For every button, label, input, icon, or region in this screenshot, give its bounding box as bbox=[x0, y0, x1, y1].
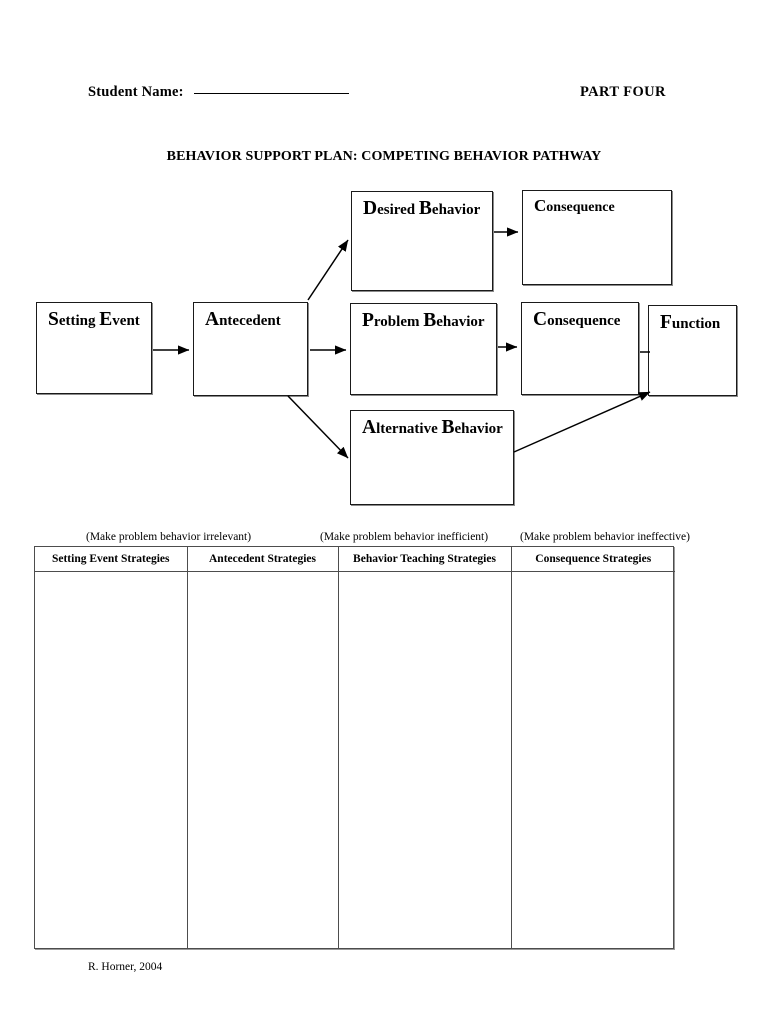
node-setting-event-label: Setting Event bbox=[48, 309, 140, 330]
cell-setting-event-strategies[interactable] bbox=[35, 571, 188, 948]
student-name-label: Student Name: bbox=[88, 84, 184, 100]
cell-antecedent-strategies[interactable] bbox=[187, 571, 339, 948]
student-name-field: Student Name: bbox=[88, 84, 349, 101]
cell-behavior-teaching-strategies[interactable] bbox=[338, 571, 512, 948]
node-antecedent-label: Antecedent bbox=[205, 309, 281, 330]
column-header-setting-event-strategies: Setting Event Strategies bbox=[35, 547, 188, 572]
strategy-table: Setting Event Strategies Antecedent Stra… bbox=[34, 546, 675, 949]
node-function-label: Function bbox=[660, 312, 721, 333]
node-consequence-desired-label: Consequence bbox=[534, 196, 615, 215]
footer-attribution: R. Horner, 2004 bbox=[88, 961, 163, 973]
table-header-row: Setting Event Strategies Antecedent Stra… bbox=[35, 547, 675, 572]
node-setting-event[interactable]: Setting Event bbox=[36, 302, 152, 394]
caption-inefficient: (Make problem behavior inefficient) bbox=[320, 531, 489, 543]
arrow-alternative-to-function bbox=[513, 391, 651, 453]
caption-irrelevant: (Make problem behavior irrelevant) bbox=[86, 531, 252, 543]
node-problem-behavior-label: Problem Behavior bbox=[362, 310, 485, 331]
node-consequence-problem[interactable]: Consequence bbox=[521, 302, 639, 395]
column-header-consequence-strategies: Consequence Strategies bbox=[511, 547, 675, 572]
node-consequence-problem-label: Consequence bbox=[533, 309, 621, 330]
node-function[interactable]: Function bbox=[648, 305, 737, 396]
column-header-behavior-teaching-strategies: Behavior Teaching Strategies bbox=[338, 547, 512, 572]
part-label: PART FOUR bbox=[580, 84, 666, 100]
column-header-antecedent-strategies: Antecedent Strategies bbox=[187, 547, 339, 572]
student-name-blank-line[interactable] bbox=[193, 93, 349, 94]
page-title: BEHAVIOR SUPPORT PLAN: COMPETING BEHAVIO… bbox=[166, 149, 602, 164]
caption-ineffective: (Make problem behavior ineffective) bbox=[520, 531, 690, 543]
node-antecedent[interactable]: Antecedent bbox=[193, 302, 308, 396]
node-alternative-behavior-label: Alternative Behavior bbox=[362, 417, 503, 438]
node-desired-behavior[interactable]: Desired Behavior bbox=[351, 191, 493, 291]
arrow-antecedent-to-desired bbox=[307, 239, 349, 301]
arrow-antecedent-to-alternative bbox=[287, 395, 349, 459]
cell-consequence-strategies[interactable] bbox=[511, 572, 675, 949]
node-alternative-behavior[interactable]: Alternative Behavior bbox=[350, 410, 514, 505]
node-problem-behavior[interactable]: Problem Behavior bbox=[350, 303, 497, 395]
table-row bbox=[35, 571, 675, 949]
node-consequence-desired[interactable]: Consequence bbox=[522, 190, 672, 285]
node-desired-behavior-label: Desired Behavior bbox=[363, 198, 481, 219]
